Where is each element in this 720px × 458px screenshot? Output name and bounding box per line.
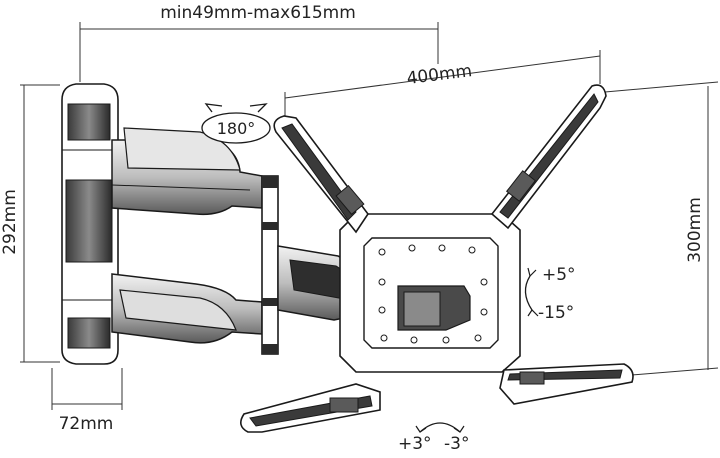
forearm (277, 245, 355, 321)
tilt-down-label: -15° (538, 303, 574, 323)
bracket-upper-left (273, 115, 369, 234)
bracket-upper-right (490, 84, 607, 230)
wall-plate (61, 83, 119, 365)
bracket-lower-right (499, 363, 634, 405)
tilt-up-label: +5° (542, 265, 576, 285)
dim-vesa-vertical: 300mm (685, 197, 705, 263)
dim-wall-plate-width: 72mm (59, 414, 114, 434)
tilt-indicator (524, 267, 539, 317)
swivel-label: 180° (217, 119, 256, 138)
rotate-pos-label: +3° (398, 434, 432, 454)
vesa-plate (339, 213, 521, 373)
dim-vesa-horizontal: 400mm (406, 61, 474, 89)
dimension-lines (20, 22, 719, 410)
rotation-indicator (415, 422, 465, 433)
dim-arm-extension: min49mm-max615mm (160, 3, 356, 23)
lower-arm (111, 273, 263, 344)
bracket-lower-left (240, 383, 381, 433)
swivel-indicator: 180° (201, 103, 271, 144)
rotate-neg-label: -3° (444, 434, 469, 454)
elbow-column (261, 175, 279, 355)
dim-wall-plate-height: 292mm (0, 189, 20, 255)
